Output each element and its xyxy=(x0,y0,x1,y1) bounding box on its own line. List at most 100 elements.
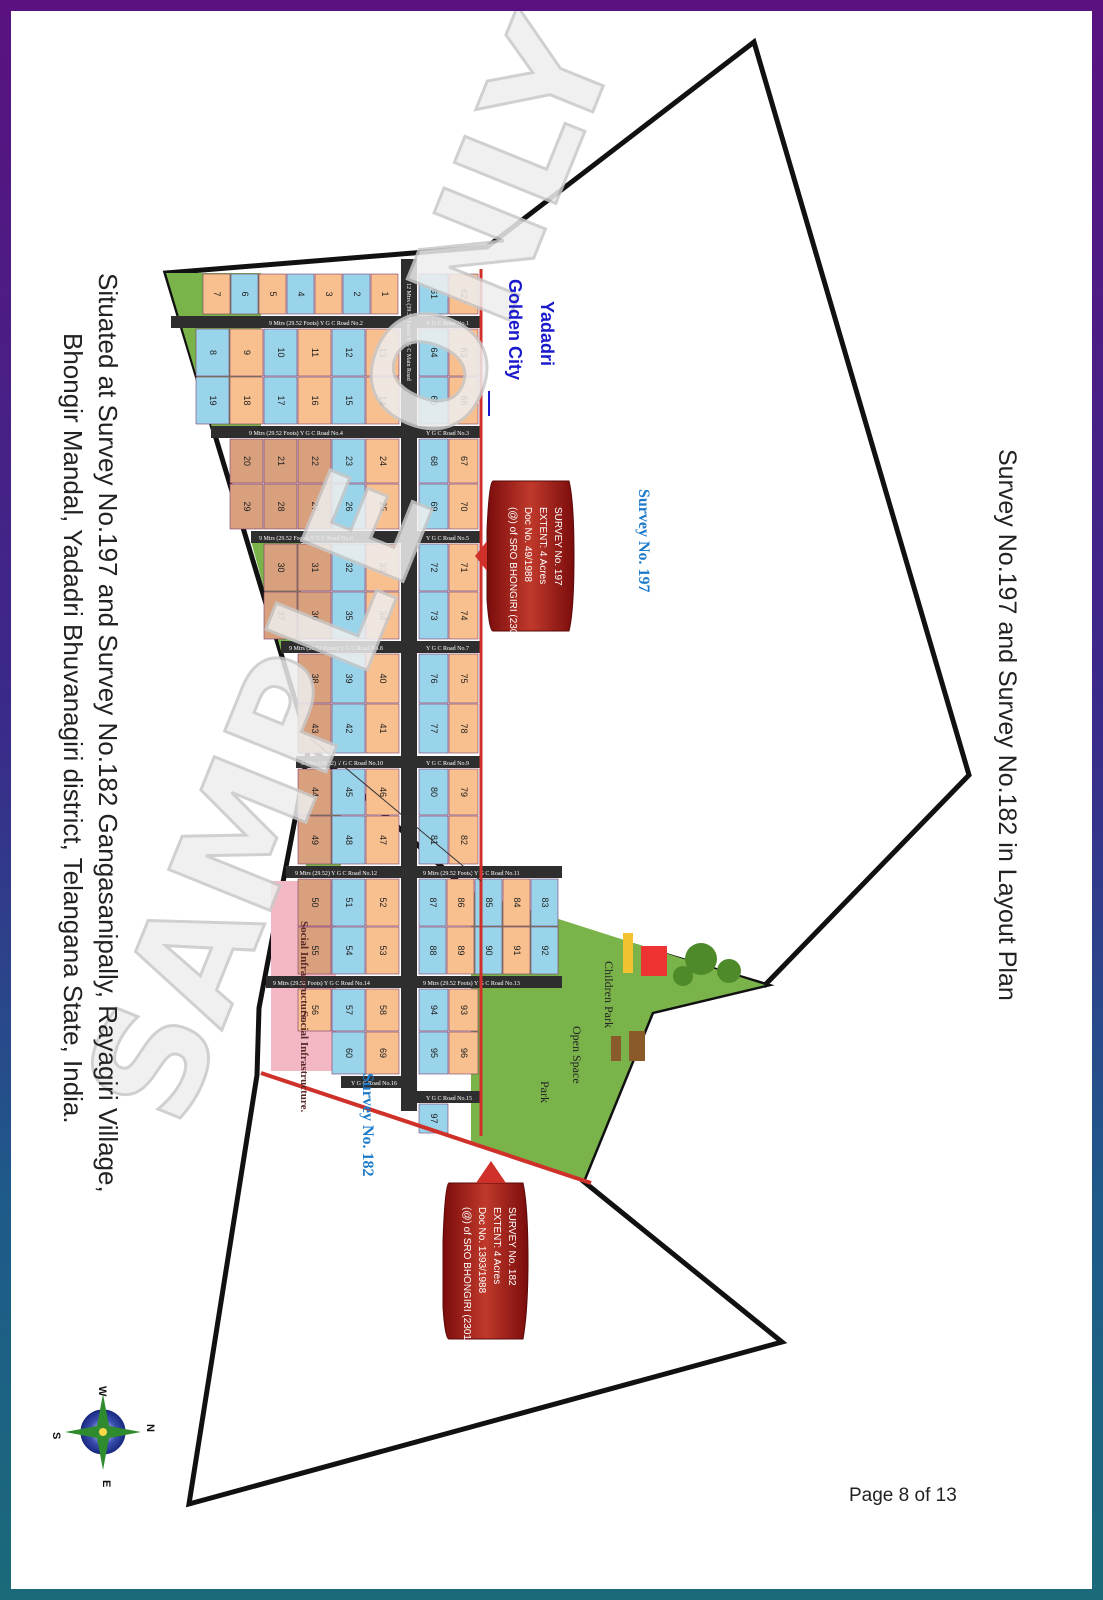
plot xyxy=(502,878,531,927)
plot xyxy=(297,591,332,640)
plot xyxy=(331,768,366,816)
plot-number: 92 xyxy=(540,945,550,955)
plot xyxy=(448,1031,479,1075)
plot-number: 13 xyxy=(378,347,388,357)
layout-map: 9 Mtrs (29.52 Foots) Y G C Road No.29 Mt… xyxy=(50,11,972,1508)
plot-number: 57 xyxy=(344,1005,354,1015)
open-space-label: Open Space xyxy=(570,1026,584,1084)
plot-number: 26 xyxy=(344,501,354,511)
road-label: 9 Mtrs (29.52) Y G C Road No.12 xyxy=(295,870,377,877)
plot xyxy=(297,815,332,865)
plot-number: 6 xyxy=(240,291,250,296)
plot-number: 75 xyxy=(459,673,469,683)
plot xyxy=(418,328,449,377)
plot xyxy=(448,768,479,816)
plot-number: 72 xyxy=(429,562,439,572)
plot xyxy=(331,926,366,975)
page-title: Survey No.197 and Survey No.182 in Layou… xyxy=(993,449,1021,1001)
compass-n: N xyxy=(144,1424,156,1432)
callout-line: EXTENT: 4 Acres xyxy=(537,507,548,584)
plot-number: 91 xyxy=(512,945,522,955)
plot xyxy=(297,926,332,975)
location-line-2: Bhongir Mandal, Yadadri Bhuvanagiri dist… xyxy=(58,333,88,1124)
plot-number: 34 xyxy=(378,610,388,620)
survey-182-label: Survey No. 182 xyxy=(359,1073,376,1177)
plot xyxy=(446,926,475,975)
plot xyxy=(297,988,332,1032)
plot-number: 1 xyxy=(380,291,390,296)
plot-grid: 1234567131211109814151617181924232221202… xyxy=(195,273,559,1134)
callout-line: (@) of SRO BHONGIRI (2301) xyxy=(507,507,518,643)
road-label: Y G C Road No.3 xyxy=(426,431,469,437)
plot-number: 71 xyxy=(459,562,469,572)
plot xyxy=(297,543,332,592)
callout-line: SURVEY No. 197 xyxy=(552,507,563,586)
road-label: 9 Mtrs (29.52 Foots) Y G C Road No.8 xyxy=(289,645,383,652)
plot xyxy=(365,653,400,704)
plot-number: 47 xyxy=(378,835,388,845)
social-label-2: Social Infrastructure. xyxy=(298,1011,310,1112)
callout-line: Doc No. 49/1988 xyxy=(522,507,533,582)
plot-number: 82 xyxy=(459,835,469,845)
plot-number: 18 xyxy=(242,395,252,405)
plot xyxy=(448,815,479,865)
plot xyxy=(202,273,231,315)
plot xyxy=(448,543,479,592)
plot xyxy=(418,543,449,592)
plot-number: 69 xyxy=(378,1048,388,1058)
plot-number: 58 xyxy=(378,1005,388,1015)
plot-number: 93 xyxy=(459,1005,469,1015)
plot-number: 43 xyxy=(310,723,320,733)
plot xyxy=(229,376,264,425)
plot xyxy=(448,273,479,315)
plot xyxy=(365,703,400,754)
road-label: Y G C Road No.16 xyxy=(351,1081,397,1087)
plot xyxy=(418,988,449,1032)
plot-number: 65 xyxy=(429,395,439,405)
plot xyxy=(448,591,479,640)
plot xyxy=(263,328,298,377)
plot xyxy=(230,273,259,315)
plot-number: 90 xyxy=(484,945,494,955)
plot xyxy=(331,591,366,640)
plot xyxy=(530,878,559,927)
plot-number: 7 xyxy=(212,291,222,296)
plot xyxy=(297,878,332,927)
plot-number: 44 xyxy=(310,787,320,797)
location-line-1: Situated at Survey No.197 and Survey No.… xyxy=(93,273,123,1193)
plot xyxy=(418,438,449,484)
plot xyxy=(448,653,479,704)
plot-number: 11 xyxy=(310,348,320,357)
road-label: Y G C Road No.5 xyxy=(426,536,469,542)
road-label: 9 Mtrs (29.52 Foots) Y G C Road No.13 xyxy=(423,980,520,987)
plot-number: 19 xyxy=(208,395,218,405)
compass-rose-icon: N S E W xyxy=(50,1386,156,1487)
road-label: 12 Mtrs (39.37 Foots) Y G C Main Road xyxy=(405,283,412,381)
plot xyxy=(365,328,400,377)
road-label: Y G C Road No.9 xyxy=(426,761,469,767)
social-label: Social Infrastructure. xyxy=(298,921,310,1022)
plot-number: 86 xyxy=(456,897,466,907)
plot-number: 35 xyxy=(344,610,354,620)
plot-number: 31 xyxy=(310,562,320,572)
plot-number: 84 xyxy=(512,897,522,907)
plot xyxy=(331,653,366,704)
plot-number: 79 xyxy=(459,787,469,797)
plot-number: 38 xyxy=(310,673,320,683)
plot-number: 74 xyxy=(459,610,469,620)
plot xyxy=(370,273,399,315)
plot xyxy=(331,703,366,754)
plot-number: 32 xyxy=(344,562,354,572)
boundary-line-182 xyxy=(260,1071,592,1185)
plot-number: 76 xyxy=(429,673,439,683)
plot-number: 54 xyxy=(344,945,354,955)
park-label: Park xyxy=(538,1081,552,1103)
plot-number: 28 xyxy=(276,501,286,511)
plot-number: 62 xyxy=(459,289,469,299)
plot xyxy=(365,815,400,865)
plot xyxy=(418,878,447,927)
plot xyxy=(418,376,449,425)
plot-number: 15 xyxy=(344,395,354,405)
plot-number: 83 xyxy=(540,897,550,907)
